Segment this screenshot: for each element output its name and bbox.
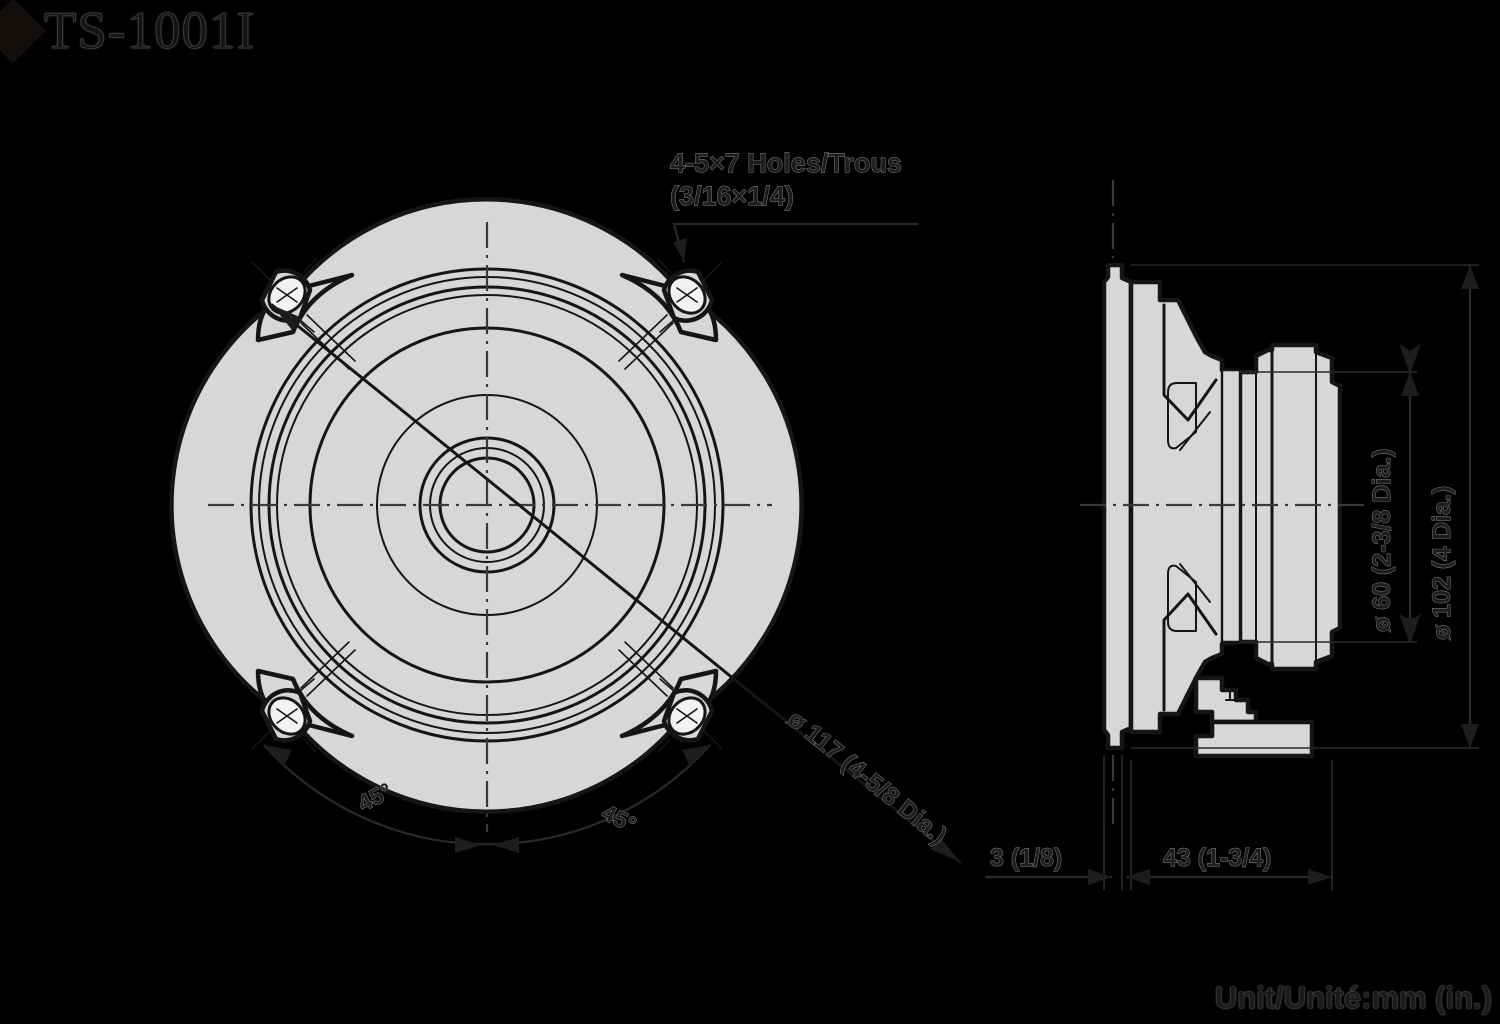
- side-basket-slot-upper: [1179, 411, 1211, 451]
- side-terminal-tab: [1193, 719, 1315, 759]
- diagonal-dimension-label: ø 117 (4-5/8 Dia.): [782, 705, 952, 850]
- outer-dimension-label: ø 102 (4 Dia.): [1428, 486, 1456, 640]
- vertical-dimensions: ø 60 (2-3/8 Dia.) ø 102 (4 Dia.): [1131, 264, 1479, 749]
- side-basket-rib-upper: [1162, 303, 1218, 422]
- side-terminal-detail: [1225, 689, 1249, 701]
- side-basket-window-lower: [1167, 564, 1197, 632]
- holes-callout-leader: [672, 222, 918, 263]
- side-basket-rib-lower: [1162, 592, 1218, 712]
- front-depth-label: 3 (1/8): [990, 844, 1062, 872]
- holes-callout-line1: 4-5×7 Holes/Trous: [670, 148, 902, 178]
- side-section-view: [1080, 180, 1366, 828]
- model-number-label: TS-1001I: [44, 1, 256, 60]
- cone-dimension-label: ø 60 (2-3/8 Dia.): [1368, 449, 1396, 632]
- front-view: 45° 45°: [169, 197, 962, 864]
- side-basket-window-upper: [1167, 382, 1197, 450]
- mounting-tab-top-right: [657, 258, 729, 333]
- holes-callout-line2: (3/16×1/4): [670, 181, 794, 211]
- side-basket-slot-lower: [1179, 563, 1211, 603]
- diagonal-dimension: [270, 303, 962, 864]
- page-title: TS-1001I: [0, 0, 256, 64]
- mounting-tab-bottom-left: [245, 678, 317, 753]
- unit-note-label: Unit/Unité:mm (in.): [1214, 980, 1492, 1015]
- horizontal-dimensions: 3 (1/8) 43 (1-3/4): [985, 755, 1333, 890]
- body-depth-label: 43 (1-3/4): [1163, 844, 1271, 872]
- side-flange-plate: [1101, 262, 1134, 751]
- mounting-tab-bottom-right: [657, 678, 729, 753]
